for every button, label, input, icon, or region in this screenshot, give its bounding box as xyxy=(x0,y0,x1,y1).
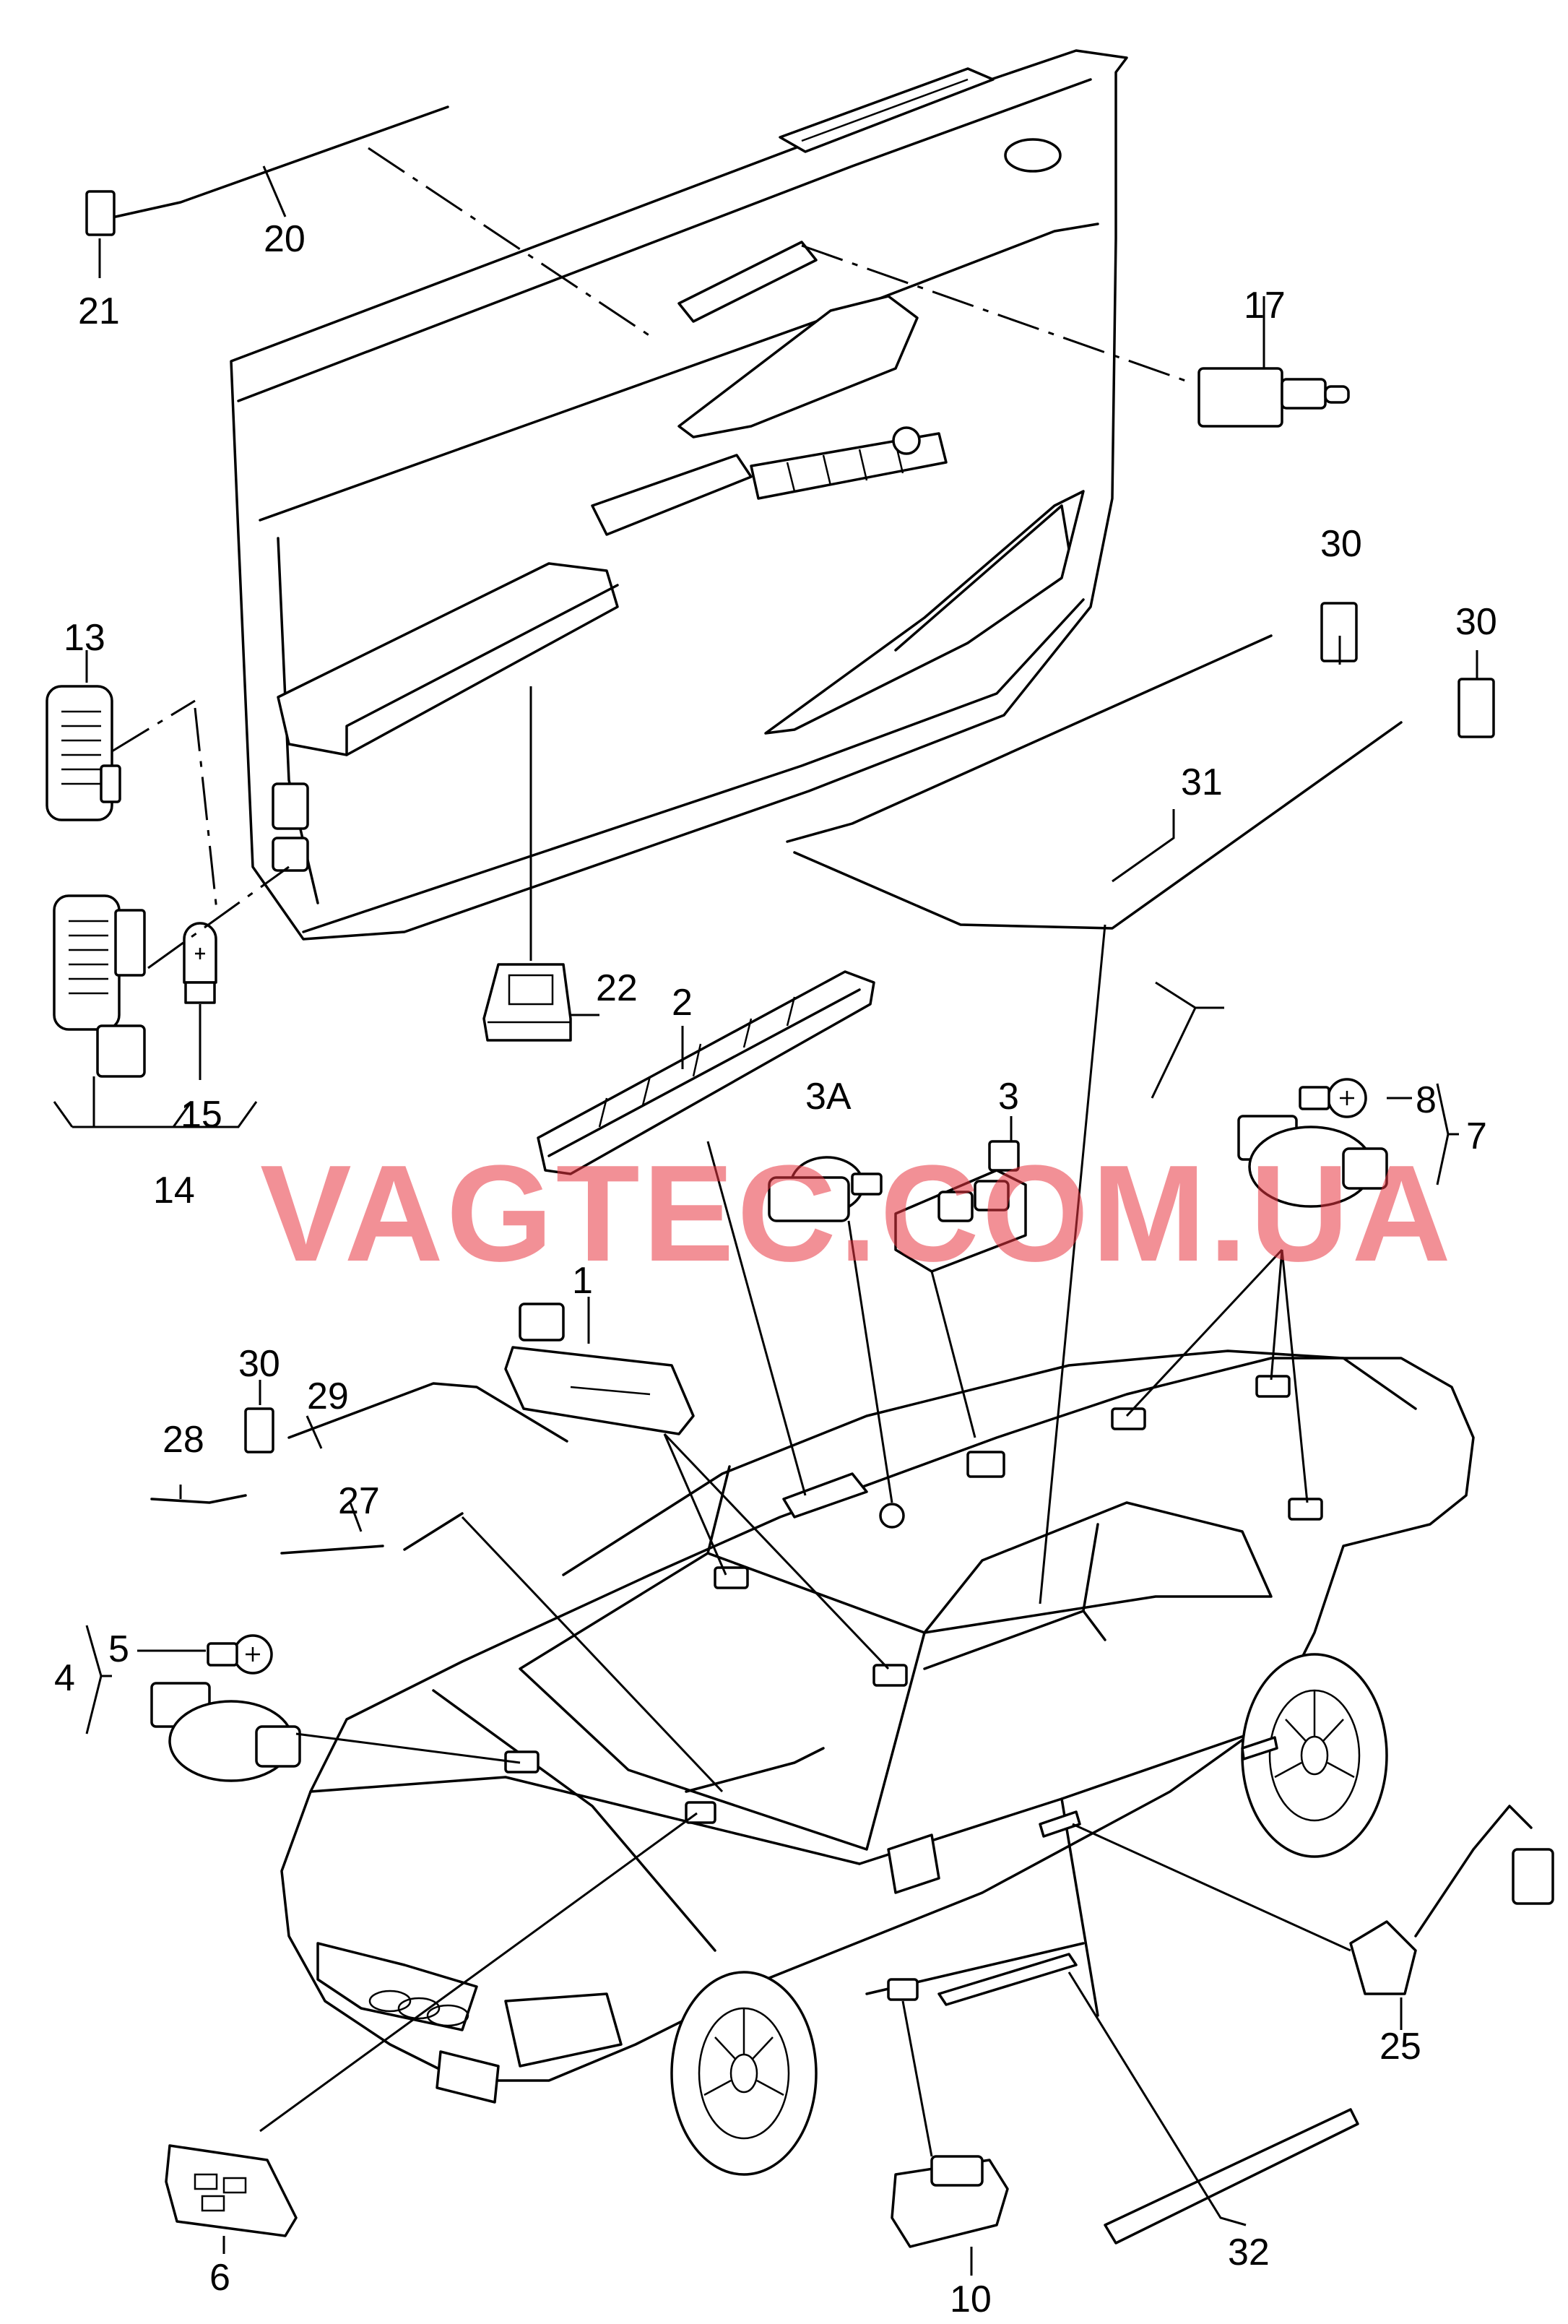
wire-20 xyxy=(114,105,449,218)
switch-6 xyxy=(165,2144,298,2237)
bulb-holder-17 xyxy=(1197,367,1350,428)
bulb-15 xyxy=(183,922,217,1004)
callout-32: 32 xyxy=(1228,2232,1270,2273)
callout-10: 10 xyxy=(950,2278,992,2320)
callout-27: 27 xyxy=(338,1480,380,1522)
callout-1: 1 xyxy=(572,1260,593,1302)
callout-25: 25 xyxy=(1379,2026,1421,2068)
connector-30-c xyxy=(244,1407,274,1453)
module-2 xyxy=(537,970,875,1175)
reading-lamp-3 xyxy=(894,1140,1027,1273)
light-strip-27 xyxy=(280,1512,464,1555)
bulb-5 xyxy=(207,1634,273,1675)
door-trim-panel xyxy=(230,49,1128,941)
callout-3: 3 xyxy=(998,1076,1019,1118)
lamp-4 xyxy=(150,1682,301,1782)
sensor-25 xyxy=(1349,1805,1554,1995)
door-lamp-14 xyxy=(53,894,146,1078)
light-strip-29 xyxy=(287,1382,568,1443)
callout-21: 21 xyxy=(78,290,120,332)
lamp-10 xyxy=(891,2155,1009,2248)
car-body xyxy=(280,1349,1475,2176)
sensor-3A xyxy=(768,1156,883,1222)
callout-31: 31 xyxy=(1181,761,1223,803)
callout-8: 8 xyxy=(1416,1079,1437,1121)
switch-22 xyxy=(482,963,572,1042)
leader-lines xyxy=(53,147,1478,2276)
bulb-8 xyxy=(1299,1078,1367,1118)
connector-21 xyxy=(85,190,116,236)
callout-4: 4 xyxy=(54,1657,75,1699)
callout-15: 15 xyxy=(181,1094,222,1136)
lamp-7 xyxy=(1237,1115,1388,1208)
door-lamp-13 xyxy=(46,685,121,821)
connector-30-b xyxy=(1457,678,1495,738)
light-strip-31 xyxy=(786,634,1403,930)
callout-3A: 3A xyxy=(805,1076,852,1118)
callout-30-a: 30 xyxy=(1320,523,1362,565)
callout-30-b: 30 xyxy=(1455,601,1497,643)
callout-13: 13 xyxy=(64,617,105,659)
callout-30-c: 30 xyxy=(238,1343,280,1385)
callout-14: 14 xyxy=(153,1170,195,1211)
callout-7: 7 xyxy=(1466,1115,1487,1157)
callout-6: 6 xyxy=(209,2257,230,2299)
callout-17: 17 xyxy=(1244,285,1286,327)
callout-20: 20 xyxy=(264,218,306,260)
callout-28: 28 xyxy=(163,1419,204,1461)
callout-29: 29 xyxy=(307,1375,349,1417)
callout-2: 2 xyxy=(672,982,693,1024)
sill-strip-32 xyxy=(1104,2108,1359,2245)
watermark: VAGTEC.COM.UA xyxy=(260,1137,1454,1290)
lamp-1 xyxy=(504,1303,695,1435)
callout-22: 22 xyxy=(596,967,638,1009)
callout-5: 5 xyxy=(108,1628,129,1670)
light-strip-28 xyxy=(150,1494,247,1504)
callout-labels: 1 2 3 3A 4 5 6 7 8 10 13 14 15 17 20 21 … xyxy=(54,218,1497,2320)
